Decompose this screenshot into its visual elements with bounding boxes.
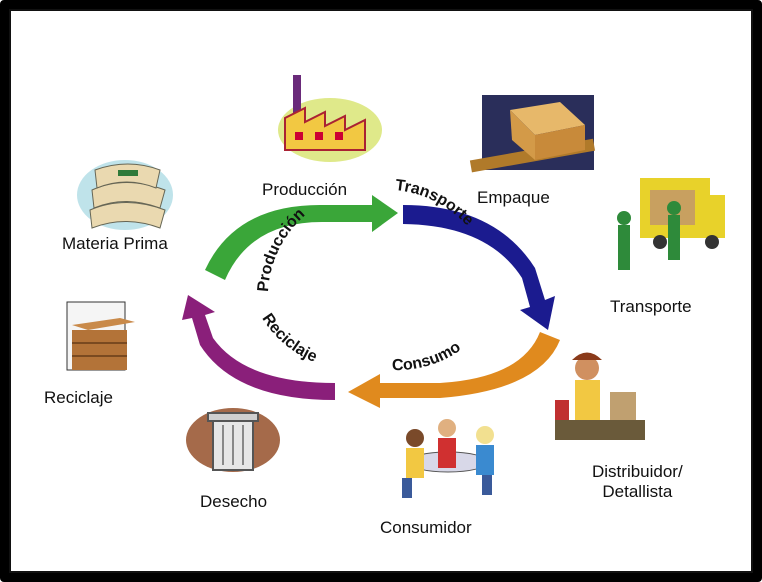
box-conveyor-icon [469, 95, 596, 173]
arrow-produccion [205, 195, 398, 280]
delivery-truck-icon [617, 178, 725, 270]
arrow-reciclaje [182, 295, 335, 400]
crate-icon [66, 301, 135, 371]
diagram-panel [9, 9, 753, 573]
label-reciclaje: Reciclaje [44, 388, 113, 407]
label-distribuidor-line1: Distribuidor/ [592, 462, 683, 481]
label-transporte: Transporte [610, 297, 692, 316]
ring-label-reciclaje: Reciclaje [259, 311, 320, 366]
ring-label-consumo: Consumo [392, 338, 464, 374]
label-distribuidor-line2: Detallista [602, 482, 673, 502]
label-materia-prima: Materia Prima [62, 234, 168, 253]
label-distribuidor: Distribuidor/ Detallista [592, 462, 683, 503]
label-produccion: Producción [262, 180, 348, 199]
label-desecho: Desecho [200, 492, 268, 511]
arrow-transporte [403, 205, 555, 330]
trash-can-icon [186, 408, 280, 472]
factory-icon [278, 75, 382, 162]
shopkeeper-icon [555, 352, 645, 440]
label-empaque: Empaque [477, 188, 550, 207]
sacks-icon [77, 160, 173, 230]
people-at-table-icon [402, 419, 494, 498]
label-consumidor: Consumidor [380, 518, 472, 537]
arrow-consumo [348, 332, 560, 408]
